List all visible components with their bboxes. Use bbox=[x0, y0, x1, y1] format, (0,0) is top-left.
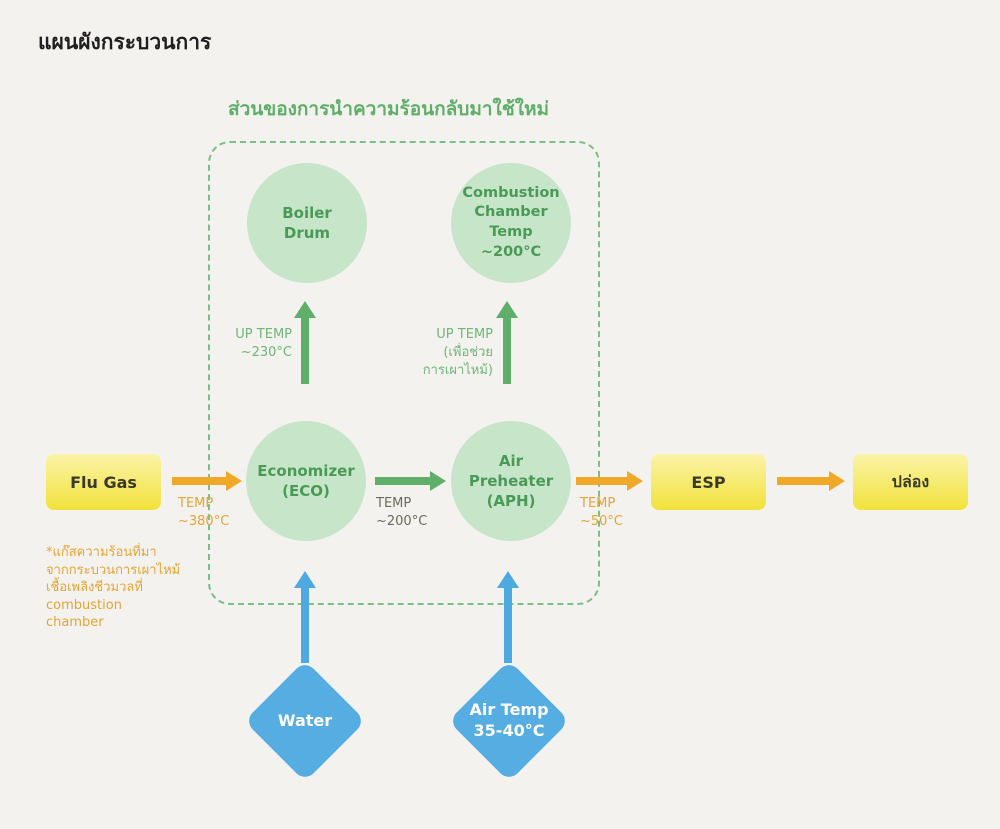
esp-box: ESP bbox=[651, 454, 766, 510]
eco-to-boiler-arrow bbox=[294, 301, 316, 384]
water-to-eco-arrow bbox=[294, 571, 316, 663]
page-title: แผนผังกระบวนการ bbox=[38, 30, 212, 54]
flugas-to-eco-arrow bbox=[172, 471, 242, 491]
eco-to-aph-arrow bbox=[375, 471, 446, 491]
aph-to-esp-arrow bbox=[576, 471, 643, 491]
water-label: Water bbox=[277, 710, 333, 730]
temp-in-label: TEMP ~380°C bbox=[178, 496, 230, 529]
esp-label: ESP bbox=[691, 472, 726, 492]
flu-gas-label: Flu Gas bbox=[70, 472, 137, 492]
boiler-drum-label: Boiler Drum bbox=[282, 203, 332, 242]
combustion-chamber-label: Combustion Chamber Temp ~200°C bbox=[462, 184, 560, 260]
air-to-aph-arrow bbox=[497, 571, 519, 663]
combustion-chamber-node: Combustion Chamber Temp ~200°C bbox=[451, 163, 571, 283]
stack-box: ปล่อง bbox=[853, 454, 968, 510]
footnote: *แก๊สความร้อนที่มา จากกระบวนการเผาไหม้ เ… bbox=[46, 545, 181, 631]
heat-recovery-zone bbox=[208, 141, 600, 605]
air-preheater-node: Air Preheater (APH) bbox=[451, 421, 571, 541]
economizer-node: Economizer (ECO) bbox=[246, 421, 366, 541]
flu-gas-box: Flu Gas bbox=[46, 454, 161, 510]
stack-label: ปล่อง bbox=[891, 471, 930, 491]
aph-up-temp-label: UP TEMP (เพื่อช่วย การเผาไหม้) bbox=[422, 327, 493, 379]
boiler-drum-node: Boiler Drum bbox=[247, 163, 367, 283]
aph-to-combustion-arrow bbox=[496, 301, 518, 384]
air-preheater-label: Air Preheater (APH) bbox=[468, 451, 554, 511]
temp-out-label: TEMP ~50°C bbox=[580, 496, 624, 529]
temp-mid-label: TEMP ~200°C bbox=[376, 496, 428, 529]
heat-recovery-title: ส่วนของการนำความร้อนกลับมาใช้ใหม่ bbox=[228, 98, 550, 120]
air-temp-label: Air Temp 35-40°C bbox=[469, 700, 549, 740]
economizer-label: Economizer (ECO) bbox=[257, 461, 355, 500]
eco-up-temp-label: UP TEMP ~230°C bbox=[235, 327, 292, 361]
esp-to-stack-arrow bbox=[777, 471, 845, 491]
